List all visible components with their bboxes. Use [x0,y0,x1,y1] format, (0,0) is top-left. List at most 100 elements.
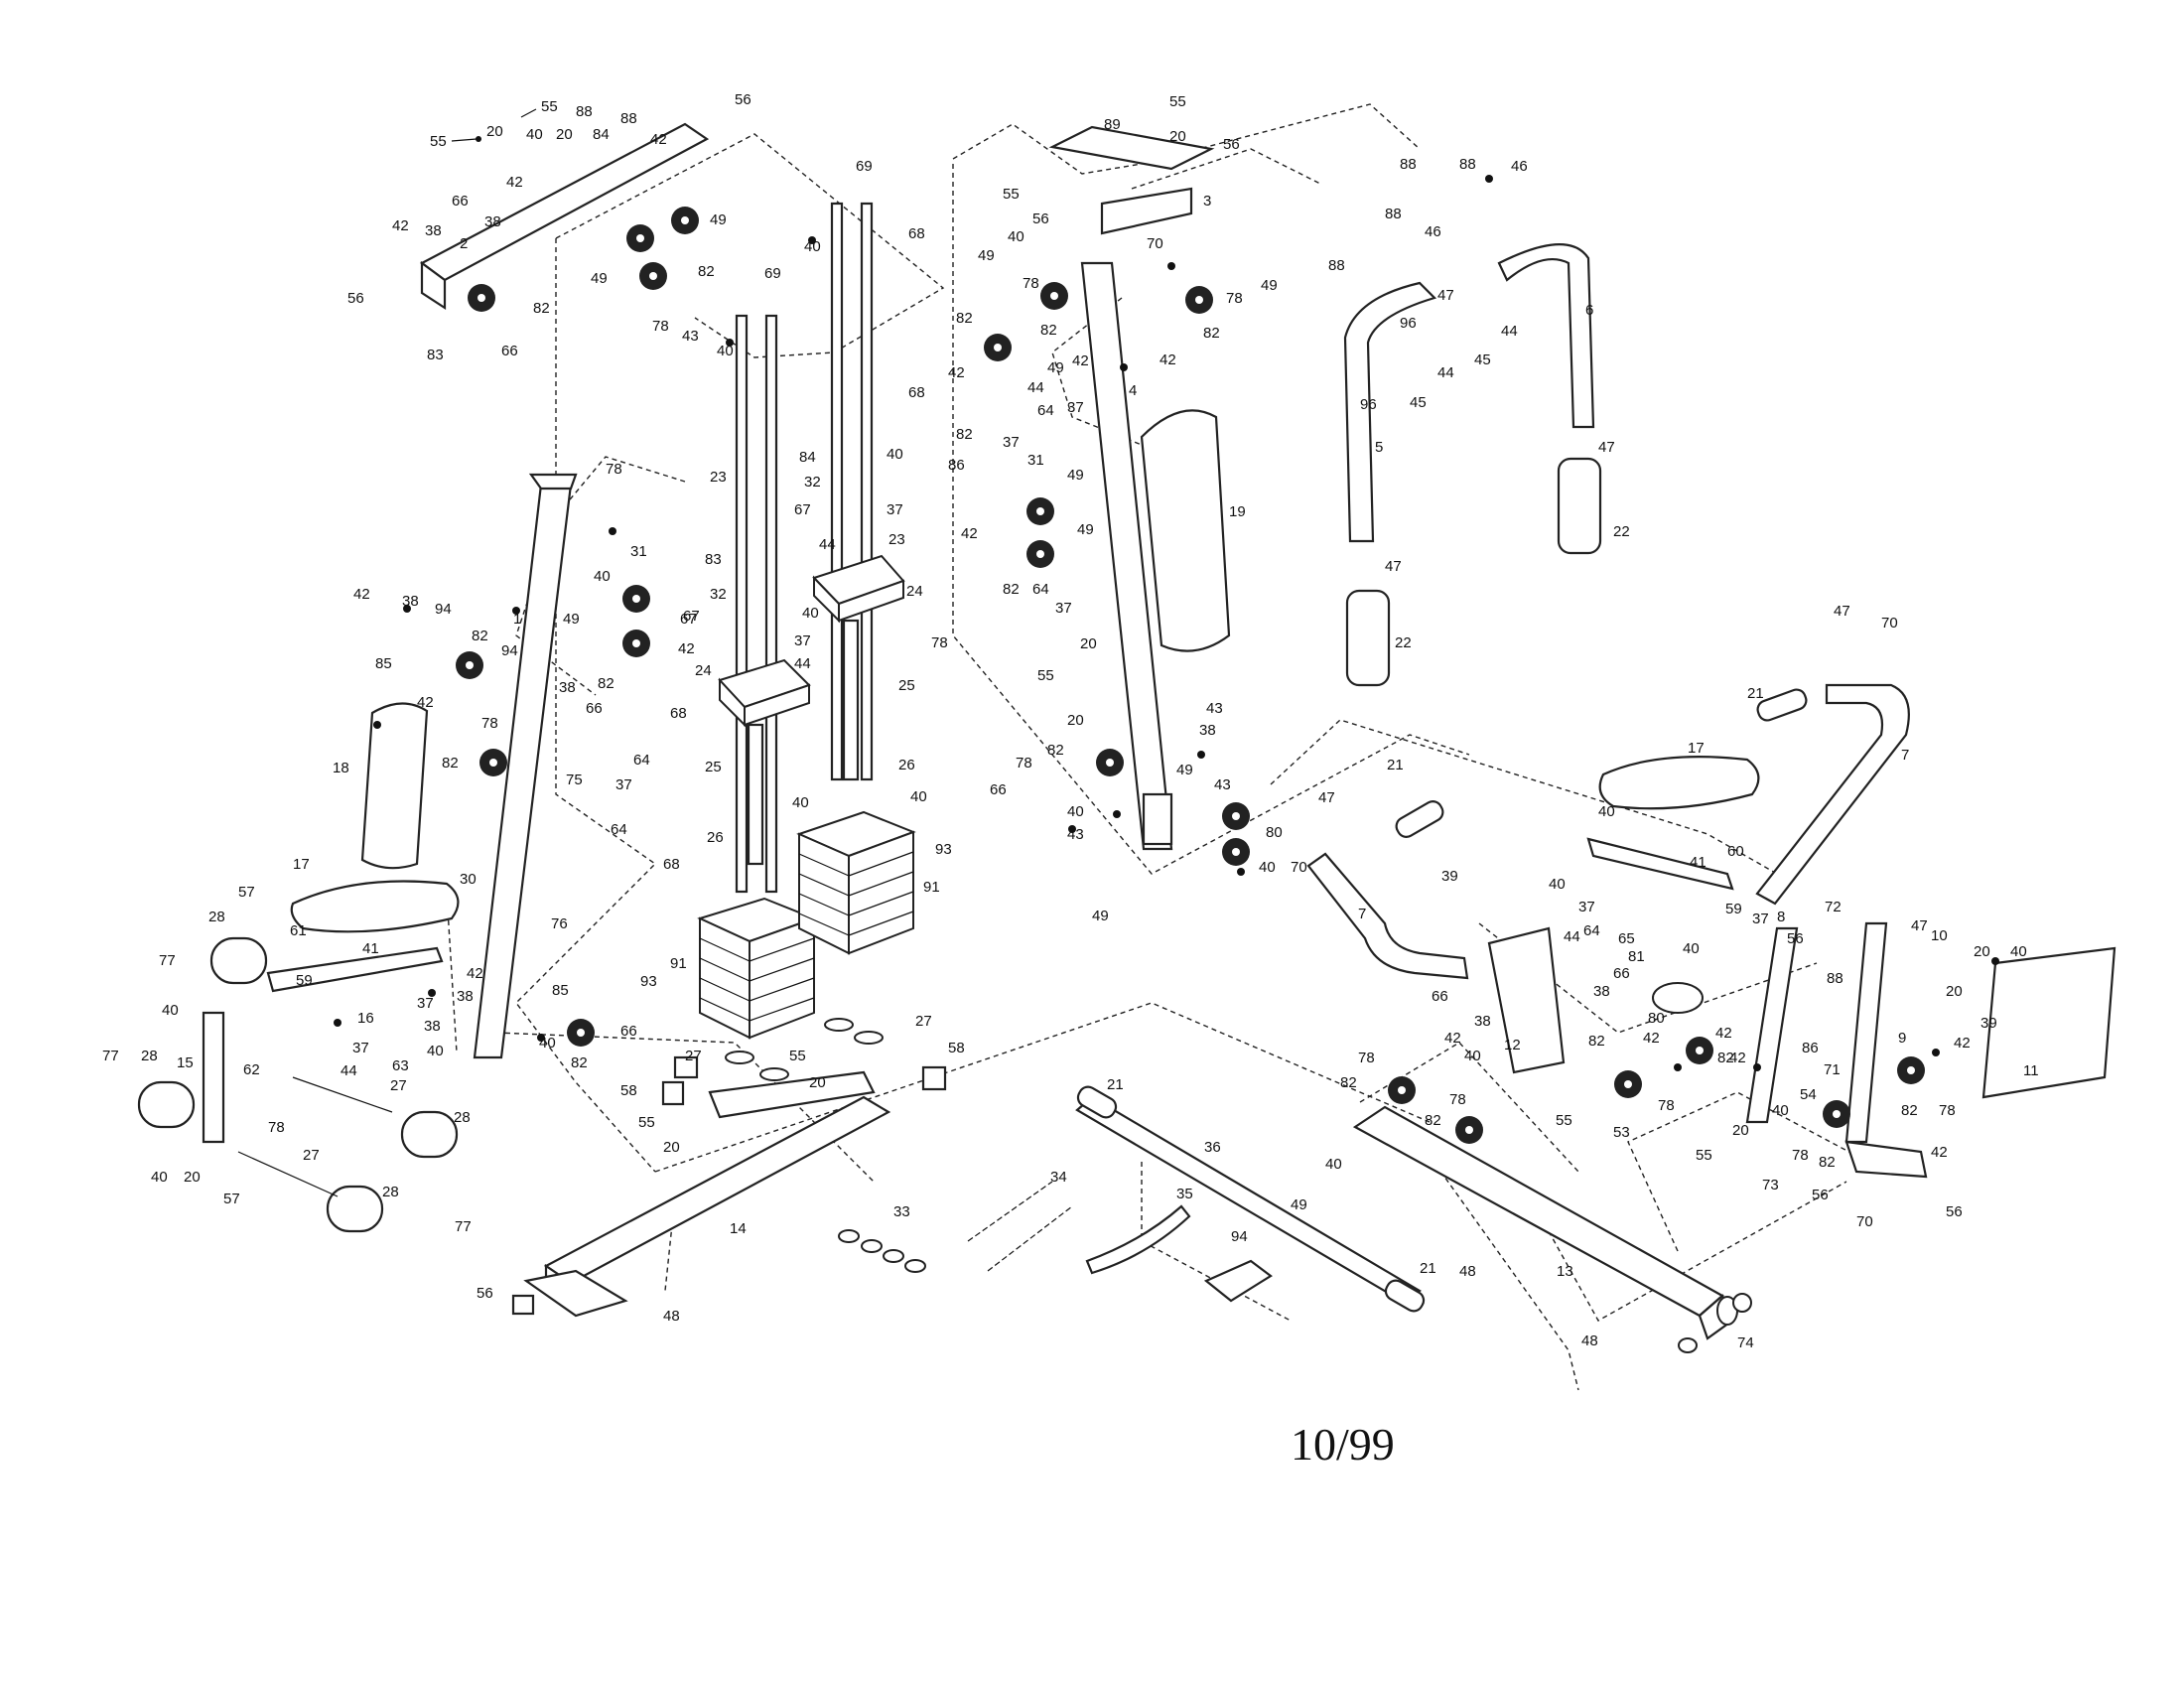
callout-24: 24 [906,583,923,600]
callout-85: 83 [705,551,722,568]
callout-50: 49 [1047,359,1064,376]
part-label: 64 [611,821,627,838]
part-label: 20 [1974,943,1990,960]
callout-82: 82 [1425,1112,1441,1129]
callout-80: 78 [652,318,669,335]
callout-82: 82 [472,628,488,644]
part-label: 55 [1696,1147,1712,1164]
callout-20: 20 [1732,1122,1749,1139]
part-label: 83 [427,347,444,363]
callout-81: 80 [1266,824,1283,841]
callout-42: 42 [1954,1035,1971,1052]
callout-38: 38 [1474,1013,1491,1030]
callout-21: 21 [1747,685,1764,702]
pulley [626,224,654,252]
part-label: 4 [1129,382,1137,399]
part-label: 70 [1147,235,1163,252]
part-label: 77 [159,952,176,969]
callout-94: 94 [435,601,452,618]
press-arms [1343,243,1602,687]
part-label: 42 [392,217,409,234]
callout-68: 67 [683,608,700,625]
callout-47: 46 [1425,223,1441,240]
part-label: 82 [1819,1154,1836,1171]
callout-20: 20 [1974,943,1990,960]
part-label: 38 [1199,722,1216,739]
pulley [1455,1116,1483,1144]
callout-94: 94 [501,642,518,659]
callout-32: 32 [804,474,821,491]
callout-80: 78 [1939,1102,1956,1119]
callout-45: 44 [1501,323,1518,340]
part-label: 45 [1474,351,1491,368]
callout-67: 68 [663,856,680,873]
callout-42: 42 [650,131,667,148]
callout-57: 57 [238,884,255,901]
part-label: 58 [948,1040,965,1056]
callout-67: 68 [908,225,925,242]
part-label: 91 [670,955,687,972]
callout-82: 82 [698,263,715,280]
part-label: 56 [1787,930,1804,947]
callout-86: 85 [552,982,569,999]
right-seat-unit [1306,683,2116,1144]
callout-91: 88 [1827,970,1843,987]
part-label: 58 [620,1082,637,1099]
callout-7: 7 [1358,906,1366,922]
callout-80: 78 [1358,1050,1375,1066]
back-pad-center [1140,409,1231,652]
part-label: 57 [223,1191,240,1207]
part-label: 61 [290,922,307,939]
part-label: 37 [887,501,903,518]
part-label: 85 [552,982,569,999]
part-label: 67 [794,501,811,518]
callout-42: 42 [417,694,434,711]
center-tower [1048,125,1231,851]
part-label: 62 [243,1061,260,1078]
part-label: 40 [1549,876,1566,893]
callout-90: 91 [923,879,940,896]
part-label: 71 [1824,1061,1841,1078]
callout-29: 28 [208,909,225,925]
part-label: 74 [1737,1334,1754,1351]
part-label: 68 [908,384,925,401]
assembly-guide-lines [446,103,1887,1391]
callout-43: 43 [682,328,699,345]
callout-64: 64 [611,821,627,838]
part-label: 42 [1072,352,1089,369]
callout-40: 40 [1598,803,1615,820]
callout-11: 11 [2023,1062,2039,1079]
part-label: 37 [417,995,434,1012]
callout-43: 43 [1206,700,1223,717]
part-label: 93 [935,841,952,858]
part-label: 55 [1169,93,1186,110]
callout-42: 42 [1931,1144,1948,1161]
callout-77: 76 [551,915,568,932]
callout-2: 2 [460,235,468,252]
callout-69: 69 [856,158,873,175]
part-label: 82 [1425,1112,1441,1129]
part-label: 49 [1077,521,1094,538]
callout-40: 40 [1259,859,1276,876]
callout-40: 40 [1683,940,1700,957]
part-label: 59 [1725,901,1742,917]
callout-31: 31 [630,543,647,560]
part-label: 40 [804,238,821,255]
callout-52: 53 [1613,1124,1630,1141]
part-label: 78 [606,461,622,478]
callout-58: 58 [948,1040,965,1056]
callout-64: 64 [633,752,650,769]
part-label: 42 [1729,1050,1746,1066]
callout-56: 56 [1946,1203,1963,1220]
part-label: 55 [1003,186,1020,203]
pulley [1222,838,1250,866]
pulley [1823,1100,1850,1128]
part-label: 78 [268,1119,285,1136]
part-label: 36 [1204,1139,1221,1156]
part-label: 40 [1464,1048,1481,1064]
callout-37: 37 [887,501,903,518]
part-label: 27 [303,1147,320,1164]
callout-47: 46 [1511,158,1528,175]
callout-42: 42 [1072,352,1089,369]
callout-78: 77 [159,952,176,969]
